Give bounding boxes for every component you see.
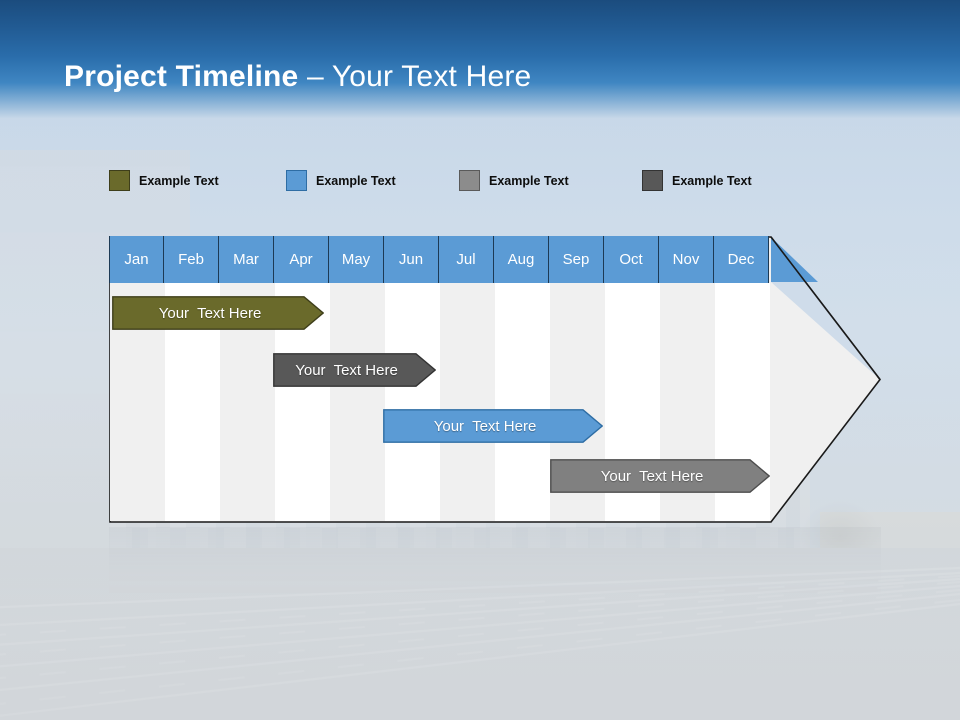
legend-item-label: Example Text — [316, 173, 396, 188]
page-title: Project Timeline – Your Text Here — [64, 60, 531, 94]
legend-swatch-icon-3 — [459, 170, 480, 191]
task-bar-label: Your Text Here — [295, 361, 398, 379]
month-column-jul — [440, 283, 495, 521]
legend-item-3: Example Text — [459, 170, 569, 191]
legend-item-label: Example Text — [489, 173, 569, 188]
task-bar-shape — [383, 409, 603, 443]
month-label: May — [341, 251, 371, 268]
title-rest-part: Your Text Here — [331, 60, 532, 93]
month-header-nov[interactable]: Nov — [659, 236, 714, 283]
legend-item-label: Example Text — [139, 173, 219, 188]
month-header-feb[interactable]: Feb — [164, 236, 219, 283]
month-header-jan[interactable]: Jan — [109, 236, 164, 283]
legend-item-4: Example Text — [642, 170, 752, 191]
month-header-sep[interactable]: Sep — [549, 236, 604, 283]
month-header-jul[interactable]: Jul — [439, 236, 494, 283]
task-bar-label: Your Text Here — [158, 304, 262, 322]
month-header-mar[interactable]: Mar — [219, 236, 274, 283]
task-bar-label: Your Text Here — [433, 417, 537, 435]
month-label: Dec — [727, 251, 755, 268]
task-bar-shape — [112, 296, 324, 330]
month-label: Jun — [398, 251, 424, 268]
legend-item-label: Example Text — [672, 173, 752, 188]
legend-swatch-icon-2 — [286, 170, 307, 191]
month-label: Feb — [178, 251, 204, 268]
month-column-aug — [495, 283, 550, 521]
month-header-row: Jan Feb Mar Apr May Jun Jul Aug Sep Oct Nov Dec — [109, 236, 769, 283]
month-header-may[interactable]: May — [329, 236, 384, 283]
title-band: Project Timeline – Your Text Here — [0, 0, 960, 118]
title-bold-part: Project Timeline — [64, 60, 299, 93]
task-bar-2[interactable]: Your Text Here — [273, 353, 436, 387]
legend-item-2: Example Text — [286, 170, 396, 191]
task-bar-shape — [550, 459, 770, 493]
legend-swatch-icon-4 — [642, 170, 663, 191]
month-label: Jul — [456, 251, 476, 268]
task-bar-1[interactable]: Your Text Here — [112, 296, 324, 330]
legend-swatch-icon-1 — [109, 170, 130, 191]
task-bar-4[interactable]: Your Text Here — [550, 459, 770, 493]
month-label: Mar — [233, 251, 259, 268]
month-label: Nov — [672, 251, 700, 268]
month-label: Sep — [562, 251, 590, 268]
month-label: Aug — [507, 251, 535, 268]
month-header-dec[interactable]: Dec — [714, 236, 769, 283]
task-bar-shape — [273, 353, 436, 387]
legend: Example Text Example Text Example Text Exam… — [109, 170, 869, 194]
title-separator: – — [298, 60, 332, 93]
timeline-chart: Jan Feb Mar Apr May Jun Jul Aug Sep Oct Nov Dec You… — [109, 236, 881, 526]
month-column-may — [330, 283, 385, 521]
chart-reflection — [109, 527, 881, 619]
month-label: Jan — [124, 251, 149, 268]
task-bar-3[interactable]: Your Text Here — [383, 409, 603, 443]
month-column-jun — [385, 283, 440, 521]
month-header-apr[interactable]: Apr — [274, 236, 329, 283]
legend-item-1: Example Text — [109, 170, 219, 191]
month-header-jun[interactable]: Jun — [384, 236, 439, 283]
task-bar-label: Your Text Here — [600, 467, 704, 485]
month-label: Apr — [289, 251, 313, 268]
month-header-oct[interactable]: Oct — [604, 236, 659, 283]
month-header-aug[interactable]: Aug — [494, 236, 549, 283]
month-label: Oct — [619, 251, 643, 268]
